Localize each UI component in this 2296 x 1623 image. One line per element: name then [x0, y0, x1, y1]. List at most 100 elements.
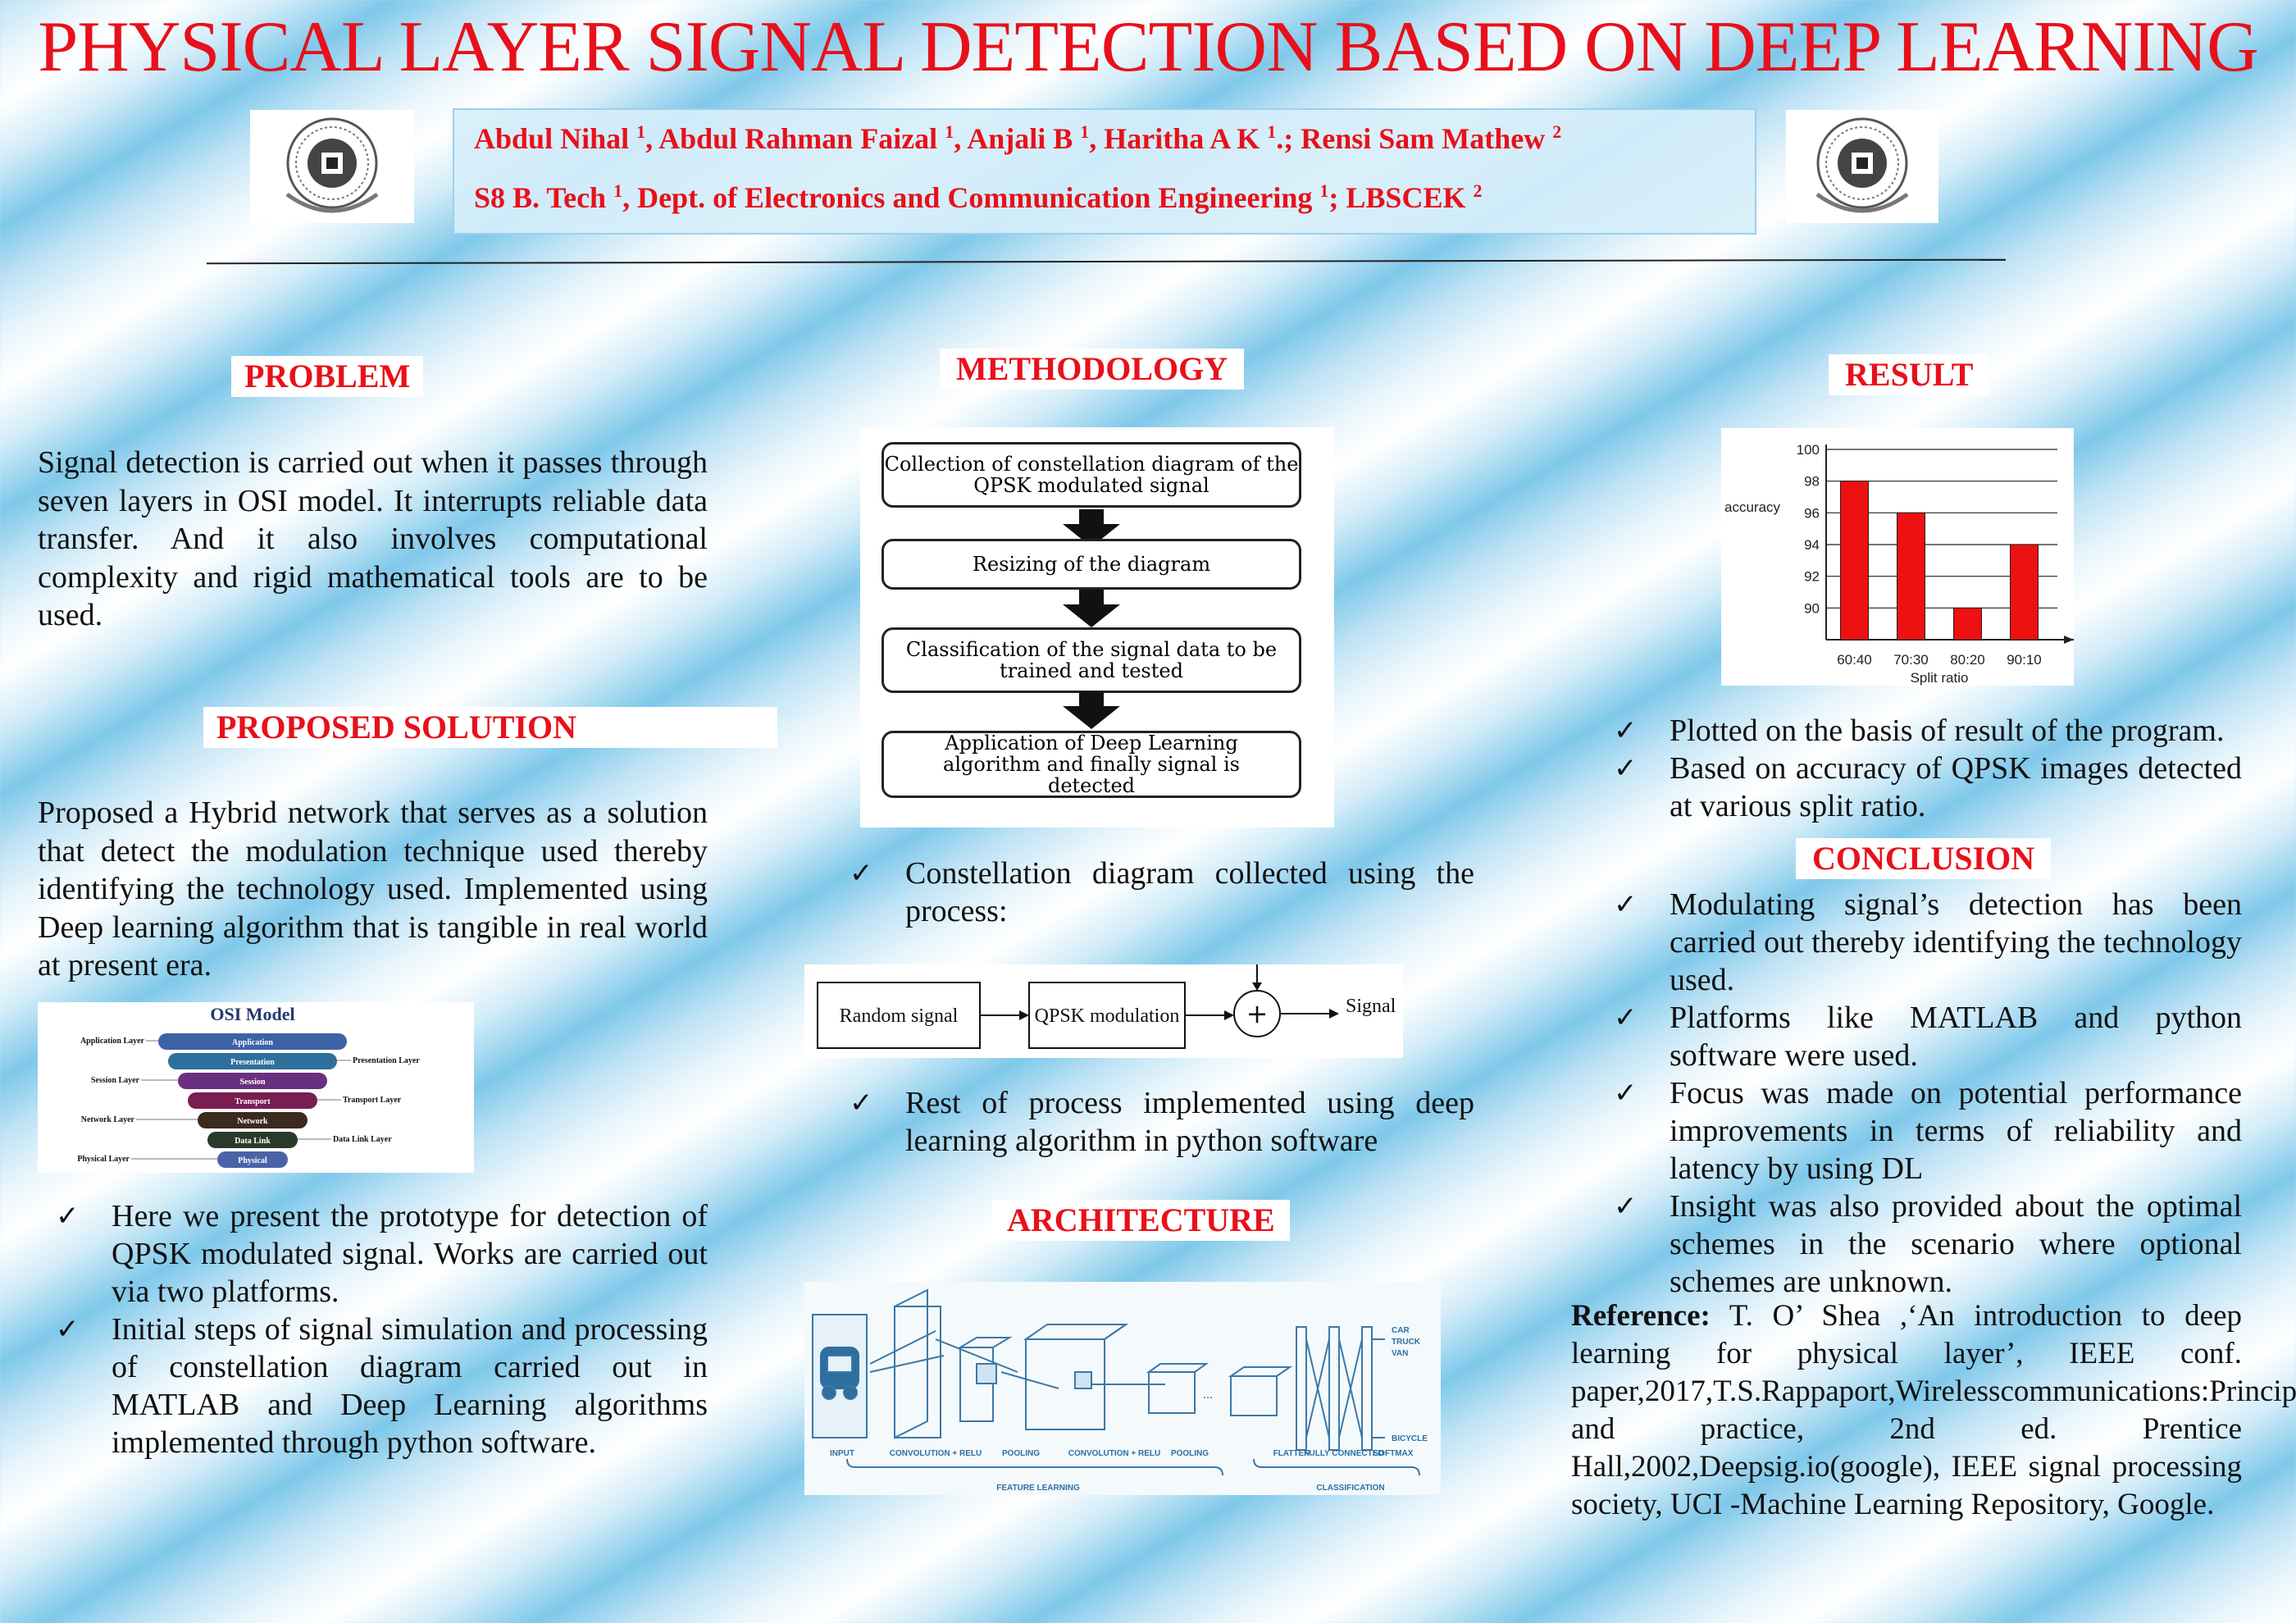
arch-class-bicycle: BICYCLE — [1392, 1434, 1428, 1443]
result-heading: RESULT — [1829, 354, 1990, 395]
affiliation-line: S8 B. Tech 1, Dept. of Electronics and C… — [474, 180, 1482, 215]
osi-model-diagram: OSI Model ApplicationPresentationSession… — [77, 1004, 420, 1168]
osi-title: OSI Model — [210, 1004, 294, 1024]
list-item: Modulating signal’s detection has been c… — [1573, 886, 2242, 999]
author-box: Abdul Nihal 1, Abdul Rahman Faizal 1, An… — [453, 108, 1756, 235]
list-item: Constellation diagram collected using th… — [809, 855, 1474, 930]
osi-layer-band — [158, 1033, 347, 1050]
affiliation-text: S8 B. Tech — [474, 181, 614, 214]
affiliation-mark: 1 — [945, 121, 954, 142]
affiliation-mark: 2 — [1473, 180, 1483, 201]
down-arrow-icon — [1063, 691, 1120, 729]
osi-layer-label: Physical — [238, 1156, 267, 1165]
list-item: Initial steps of signal simulation and p… — [15, 1311, 708, 1461]
problem-text: Signal detection is carried out when it … — [38, 445, 708, 632]
affiliation-mark: 2 — [1552, 121, 1562, 142]
chart-bar — [1840, 481, 1869, 641]
qpsk-modulation-label: QPSK modulation — [1035, 1005, 1180, 1027]
college-logo-left — [250, 110, 414, 223]
methodology-flowchart: Collection of constellation diagram of t… — [860, 427, 1334, 827]
arch-class-truck: TRUCK — [1392, 1338, 1421, 1347]
osi-layer-label: Application — [232, 1038, 273, 1047]
author-line: Abdul Nihal 1, Abdul Rahman Faizal 1, An… — [474, 121, 1561, 156]
chart-xtick-label: 80:20 — [1950, 652, 1985, 668]
arch-label-flatten: FLATTEN — [1273, 1449, 1310, 1458]
solution-bullets: Here we present the prototype for detect… — [15, 1197, 708, 1461]
cnn-architecture-figure: ... INPUT CONVOLUTION + RELU POOLING CON… — [804, 1282, 1441, 1495]
qpsk-modulation-block — [1028, 982, 1186, 1049]
result-bullets: Plotted on the basis of result of the pr… — [1573, 712, 2242, 825]
college-logo-right — [1786, 110, 1938, 223]
cnn-architecture-diagram: ... INPUT CONVOLUTION + RELU POOLING CON… — [812, 1288, 1428, 1493]
chart-xtick-label: 90:10 — [2007, 652, 2042, 668]
osi-left-label: Network Layer — [81, 1115, 135, 1124]
reference-text: T. O’ Shea ,‘An introduction to deep lea… — [1571, 1299, 2296, 1521]
problem-heading: PROBLEM — [231, 356, 424, 397]
author-name: Abdul Nihal — [474, 122, 637, 155]
chart-bar — [1897, 512, 1925, 641]
conclusion-heading: CONCLUSION — [1796, 838, 2052, 879]
arch-label-pool2: POOLING — [1171, 1449, 1209, 1458]
osi-layer-label: Presentation — [230, 1058, 275, 1067]
chart-ytick-label: 90 — [1804, 600, 1820, 616]
osi-layer-band — [198, 1112, 308, 1128]
author-name: , Haritha A K — [1089, 122, 1268, 155]
list-item: Based on accuracy of QPSK images detecte… — [1573, 750, 2242, 825]
poster-title: PHYSICAL LAYER SIGNAL DETECTION BASED ON… — [38, 7, 2258, 87]
osi-layer-label: Network — [237, 1117, 268, 1126]
solution-text: Proposed a Hybrid network that serves as… — [38, 796, 708, 982]
chart-ytick-label: 94 — [1804, 537, 1820, 553]
osi-left-label: Application Layer — [80, 1037, 145, 1046]
flow-step: Collection of constellation diagram of t… — [882, 442, 1301, 508]
author-name: .; Rensi Sam Mathew — [1276, 122, 1553, 155]
osi-right-label: Presentation Layer — [353, 1056, 420, 1065]
arch-label-conv2: CONVOLUTION + RELU — [1068, 1449, 1161, 1458]
arch-class-car: CAR — [1392, 1326, 1410, 1335]
svg-text:...: ... — [1203, 1388, 1213, 1402]
chart-bar — [2010, 544, 2039, 641]
affiliation-mark: 1 — [636, 121, 646, 142]
osi-layer-band — [188, 1092, 317, 1109]
list-item: Platforms like MATLAB and python softwar… — [1573, 999, 2242, 1074]
affiliation-mark: 1 — [1319, 180, 1329, 201]
chart-x-label: Split ratio — [1911, 670, 1969, 686]
flow-step: Resizing of the diagram — [882, 539, 1301, 590]
arch-label-pool1: POOLING — [1002, 1449, 1040, 1458]
chart-ytick-label: 96 — [1804, 505, 1820, 521]
arch-label-conv1: CONVOLUTION + RELU — [890, 1449, 982, 1458]
affiliation-mark: 1 — [613, 180, 623, 201]
header-divider — [207, 258, 2006, 265]
list-item: Here we present the prototype for detect… — [15, 1197, 708, 1311]
osi-layer-band — [207, 1132, 298, 1148]
osi-layer-band — [178, 1073, 327, 1089]
osi-left-label: Session Layer — [91, 1076, 140, 1085]
osi-layer-label: Transport — [235, 1097, 271, 1106]
flow-step: Application of Deep Learning algorithm a… — [882, 731, 1301, 798]
flow-step: Classification of the signal data to be … — [882, 627, 1301, 693]
block-diagram: Random signal QPSK modulation + Signal — [817, 964, 1396, 1049]
methodology-heading: METHODOLOGY — [940, 349, 1245, 390]
chart-xtick-label: 70:30 — [1893, 652, 1929, 668]
chart-ytick-label: 98 — [1804, 474, 1820, 490]
chart-ytick-label: 100 — [1797, 442, 1820, 458]
methodology-bullet-1: Constellation diagram collected using th… — [809, 855, 1474, 930]
arch-label-softmax: SOFTMAX — [1374, 1449, 1414, 1458]
osi-left-label: Physical Layer — [77, 1155, 130, 1164]
affiliation-text: , Dept. of Electronics and Communication… — [622, 181, 1320, 214]
random-signal-block — [817, 982, 981, 1049]
list-item: Rest of process implemented using deep l… — [809, 1084, 1474, 1160]
proposed-solution-heading: PROPOSED SOLUTION — [203, 707, 777, 748]
chart-xtick-label: 60:40 — [1837, 652, 1872, 668]
x-axis-arrow-icon — [2064, 636, 2074, 644]
college-emblem-icon — [285, 117, 379, 213]
college-emblem-icon — [1815, 117, 1909, 213]
author-name: , Abdul Rahman Faizal — [645, 122, 945, 155]
down-arrow-icon — [1063, 590, 1120, 627]
arch-label-classification: CLASSIFICATION — [1316, 1484, 1384, 1493]
author-name: , Anjali B — [954, 122, 1081, 155]
affiliation-mark: 1 — [1080, 121, 1090, 142]
qpsk-block-diagram: Random signal QPSK modulation + Signal — [804, 964, 1403, 1058]
